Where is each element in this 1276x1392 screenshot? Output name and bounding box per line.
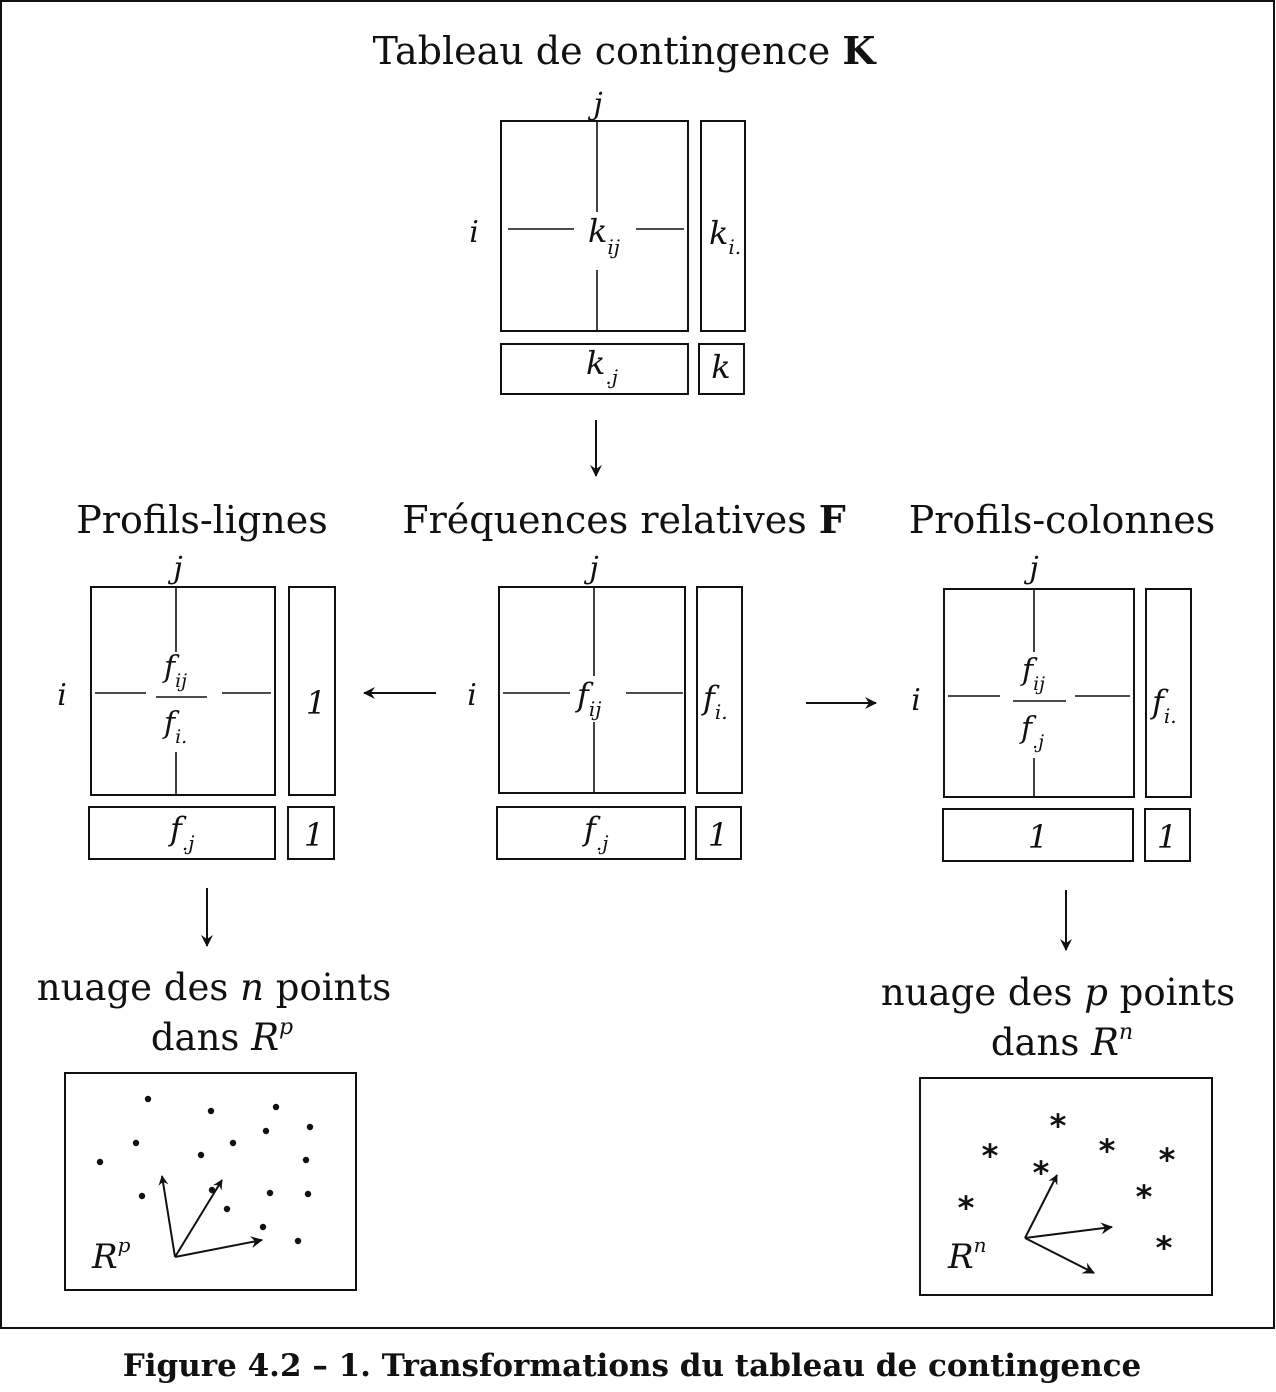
column-profiles-title: Profils-colonnes [909,498,1216,542]
row-point-cloud-box [64,1072,357,1291]
cloud-point: * [1099,1132,1116,1170]
row-margin-f-i: fi. [701,679,728,724]
cloud-point [294,1237,302,1245]
total-box [698,343,745,395]
fraction-denominator-f-j: f.j [1019,711,1044,753]
column-index-j: j [583,551,598,586]
column-index-j: j [587,87,602,122]
row-margin-box [696,586,743,794]
cloud-point [229,1139,237,1147]
total-1: 1 [708,816,728,854]
cell-k-ij: kij [588,212,620,259]
main-matrix [500,120,689,332]
total-box [695,806,742,860]
column-margin-box [88,806,276,860]
cloud-point [132,1139,140,1147]
column-cloud-space-label: Rn [947,1233,987,1277]
column-point-cloud: ******** [958,1107,1176,1267]
cloud-point: * [1050,1107,1067,1145]
row-index-i: i [469,215,479,250]
column-cloud-caption-line2: dans Rn [991,1020,1133,1064]
row-cloud-axes [158,1175,263,1258]
row-profiles-title: Profils-lignes [76,498,328,542]
cloud-point [302,1156,310,1164]
cell-f-ij: fij [575,676,601,721]
column-index-j: j [1023,551,1038,586]
column-margin-k-j: k.j [586,344,618,389]
cloud-point [223,1205,231,1213]
total-box [287,806,335,860]
frequency-matrix [498,586,686,794]
column-index-j: j [167,551,182,586]
row-margin-box [700,120,746,332]
row-margin-1: 1 [306,684,326,722]
total-1: 1 [304,816,324,854]
column-cloud-caption-line1: nuage des p points [881,971,1235,1014]
cloud-point [197,1151,205,1159]
cloud-point: * [958,1189,975,1227]
cloud-point [306,1123,314,1131]
row-margin-box [288,586,336,796]
cloud-point [259,1223,267,1231]
column-profiles-block: Profils-colonnes j i fij f.j fi. 1 1 nua… [881,498,1235,1296]
column-margin-f-j: f.j [582,810,608,855]
row-index-i: i [911,683,921,718]
cloud-point: * [982,1137,999,1175]
row-margin-f-i: fi. [1150,683,1177,728]
cloud-point: * [1136,1178,1153,1216]
total-box [1144,808,1191,862]
cloud-point: * [1033,1154,1050,1192]
cloud-point: * [1156,1229,1173,1267]
contingency-table-title: Tableau de contingence K [373,28,878,73]
row-cloud-caption-line2: dans Rp [151,1015,293,1059]
column-cloud-axes [1024,1174,1113,1274]
cloud-point [138,1192,146,1200]
fraction-denominator-f-i: fi. [162,706,187,748]
cloud-point [144,1095,152,1103]
total-1: 1 [1157,818,1177,856]
cloud-point: * [1159,1141,1176,1179]
fraction-numerator-f-ij: fij [1020,653,1045,695]
cloud-point [262,1127,270,1135]
row-profiles-block: Profils-lignes j i fij fi. 1 f.j 1 nuage… [37,498,392,1291]
cloud-point [272,1103,280,1111]
column-profile-matrix [943,588,1135,798]
cloud-point [207,1107,215,1115]
cloud-point [304,1190,312,1198]
column-margin-box [496,806,686,860]
frequencies-block: Fréquences relatives F j i fij fi. f.j 1 [402,497,846,860]
column-margin-box [500,343,689,395]
row-cloud-caption-line1: nuage des n points [37,966,392,1009]
outer-frame [0,0,1275,1329]
row-profile-matrix [90,586,276,796]
fraction-numerator-f-ij: fij [162,650,187,692]
column-margin-1: 1 [1028,818,1048,856]
column-margin-box [942,808,1134,862]
total-k: k [711,348,730,386]
column-point-cloud-box [919,1077,1213,1296]
column-margin-f-j: f.j [168,810,194,855]
frequencies-title: Fréquences relatives F [402,497,846,542]
row-index-i: i [57,678,67,713]
row-point-cloud [96,1095,314,1245]
figure-caption: Figure 4.2 – 1. Transformations du table… [123,1348,1142,1384]
row-index-i: i [467,678,477,713]
row-cloud-space-label: Rp [91,1233,131,1277]
contingency-table-block: Tableau de contingence K j i kij ki. k.j… [373,28,878,395]
cloud-point [96,1158,104,1166]
cloud-point [266,1189,274,1197]
row-margin-k-i: ki. [709,214,741,259]
row-margin-box [1145,588,1192,798]
